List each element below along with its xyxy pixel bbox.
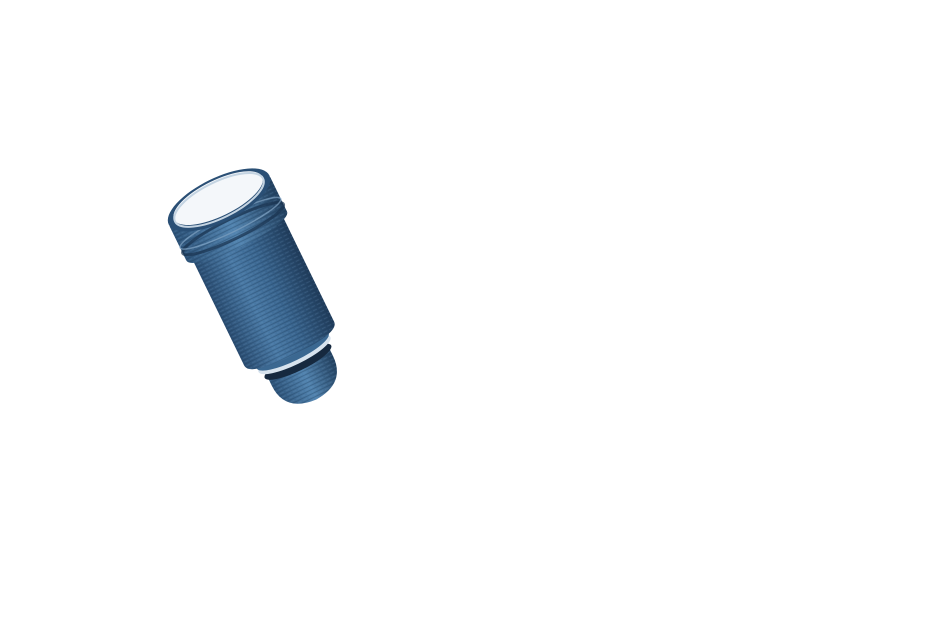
top-face-highlight [173, 171, 263, 226]
pin-group [167, 168, 337, 404]
